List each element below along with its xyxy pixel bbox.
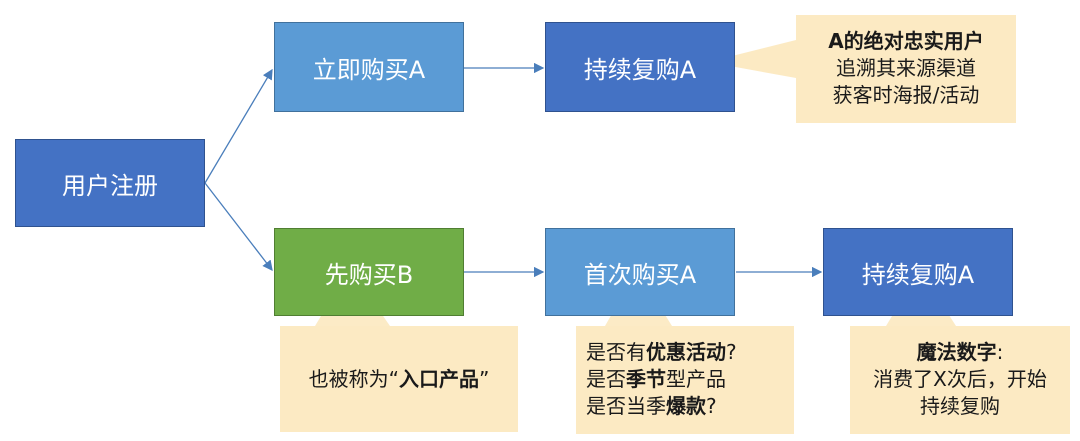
callout-magic: 魔法数字: 消费了X次后，开始 持续复购 xyxy=(850,339,1070,420)
node-first-buy-a-label: 首次购买A xyxy=(583,260,697,289)
callout-promo: 是否有优惠活动? 是否季节型产品 是否当季爆款? xyxy=(576,339,794,420)
callout-entry-bg xyxy=(280,326,518,432)
callout-promo-line1: 是否有优惠活动? xyxy=(586,340,737,364)
node-first-buy-a: 首次购买A xyxy=(545,228,735,316)
callout-promo-bg xyxy=(576,326,794,434)
node-register-label: 用户注册 xyxy=(62,171,158,200)
callout-entry: 也被称为“入口产品” xyxy=(280,366,518,393)
node-buy-a-now-label: 立即购买A xyxy=(312,55,426,84)
node-repurchase-a-bottom: 持续复购A xyxy=(823,228,1013,316)
callout-promo-line2: 是否季节型产品 xyxy=(586,367,726,391)
callout-loyal: A的绝对忠实用户 追溯其来源渠道 获客时海报/活动 xyxy=(796,28,1016,109)
callout-magic-bg xyxy=(850,326,1070,434)
node-buy-b-first: 先购买B xyxy=(274,228,464,316)
callout-loyal-line2: 追溯其来源渠道 xyxy=(836,56,976,80)
callout-entry-suffix: ” xyxy=(479,367,490,391)
node-buy-b-first-label: 先购买B xyxy=(324,260,414,289)
node-repurchase-a-top-label: 持续复购A xyxy=(583,55,697,84)
callout-loyal-bg xyxy=(796,15,1016,123)
callout-magic-title: 魔法数字 xyxy=(916,340,997,364)
callout-magic-line3: 持续复购 xyxy=(920,394,1000,418)
node-buy-a-now: 立即购买A xyxy=(274,22,464,112)
callout-magic-colon: : xyxy=(996,340,1004,364)
callout-loyal-line3: 获客时海报/活动 xyxy=(832,83,980,107)
callout-loyal-title: A的绝对忠实用户 xyxy=(828,29,984,53)
callout-promo-line3: 是否当季爆款? xyxy=(586,394,717,418)
callout-entry-bold: 入口产品 xyxy=(399,367,479,391)
arrow-register-to-buy-a xyxy=(204,68,273,184)
callout-magic-line2: 消费了X次后，开始 xyxy=(873,367,1047,391)
node-repurchase-a-top: 持续复购A xyxy=(545,22,735,112)
callout-pointer-loyal xyxy=(708,40,796,78)
arrow-register-to-buy-b xyxy=(204,182,273,272)
node-repurchase-a-bottom-label: 持续复购A xyxy=(861,260,975,289)
callout-entry-prefix: 也被称为“ xyxy=(308,367,399,391)
node-register: 用户注册 xyxy=(15,139,205,227)
